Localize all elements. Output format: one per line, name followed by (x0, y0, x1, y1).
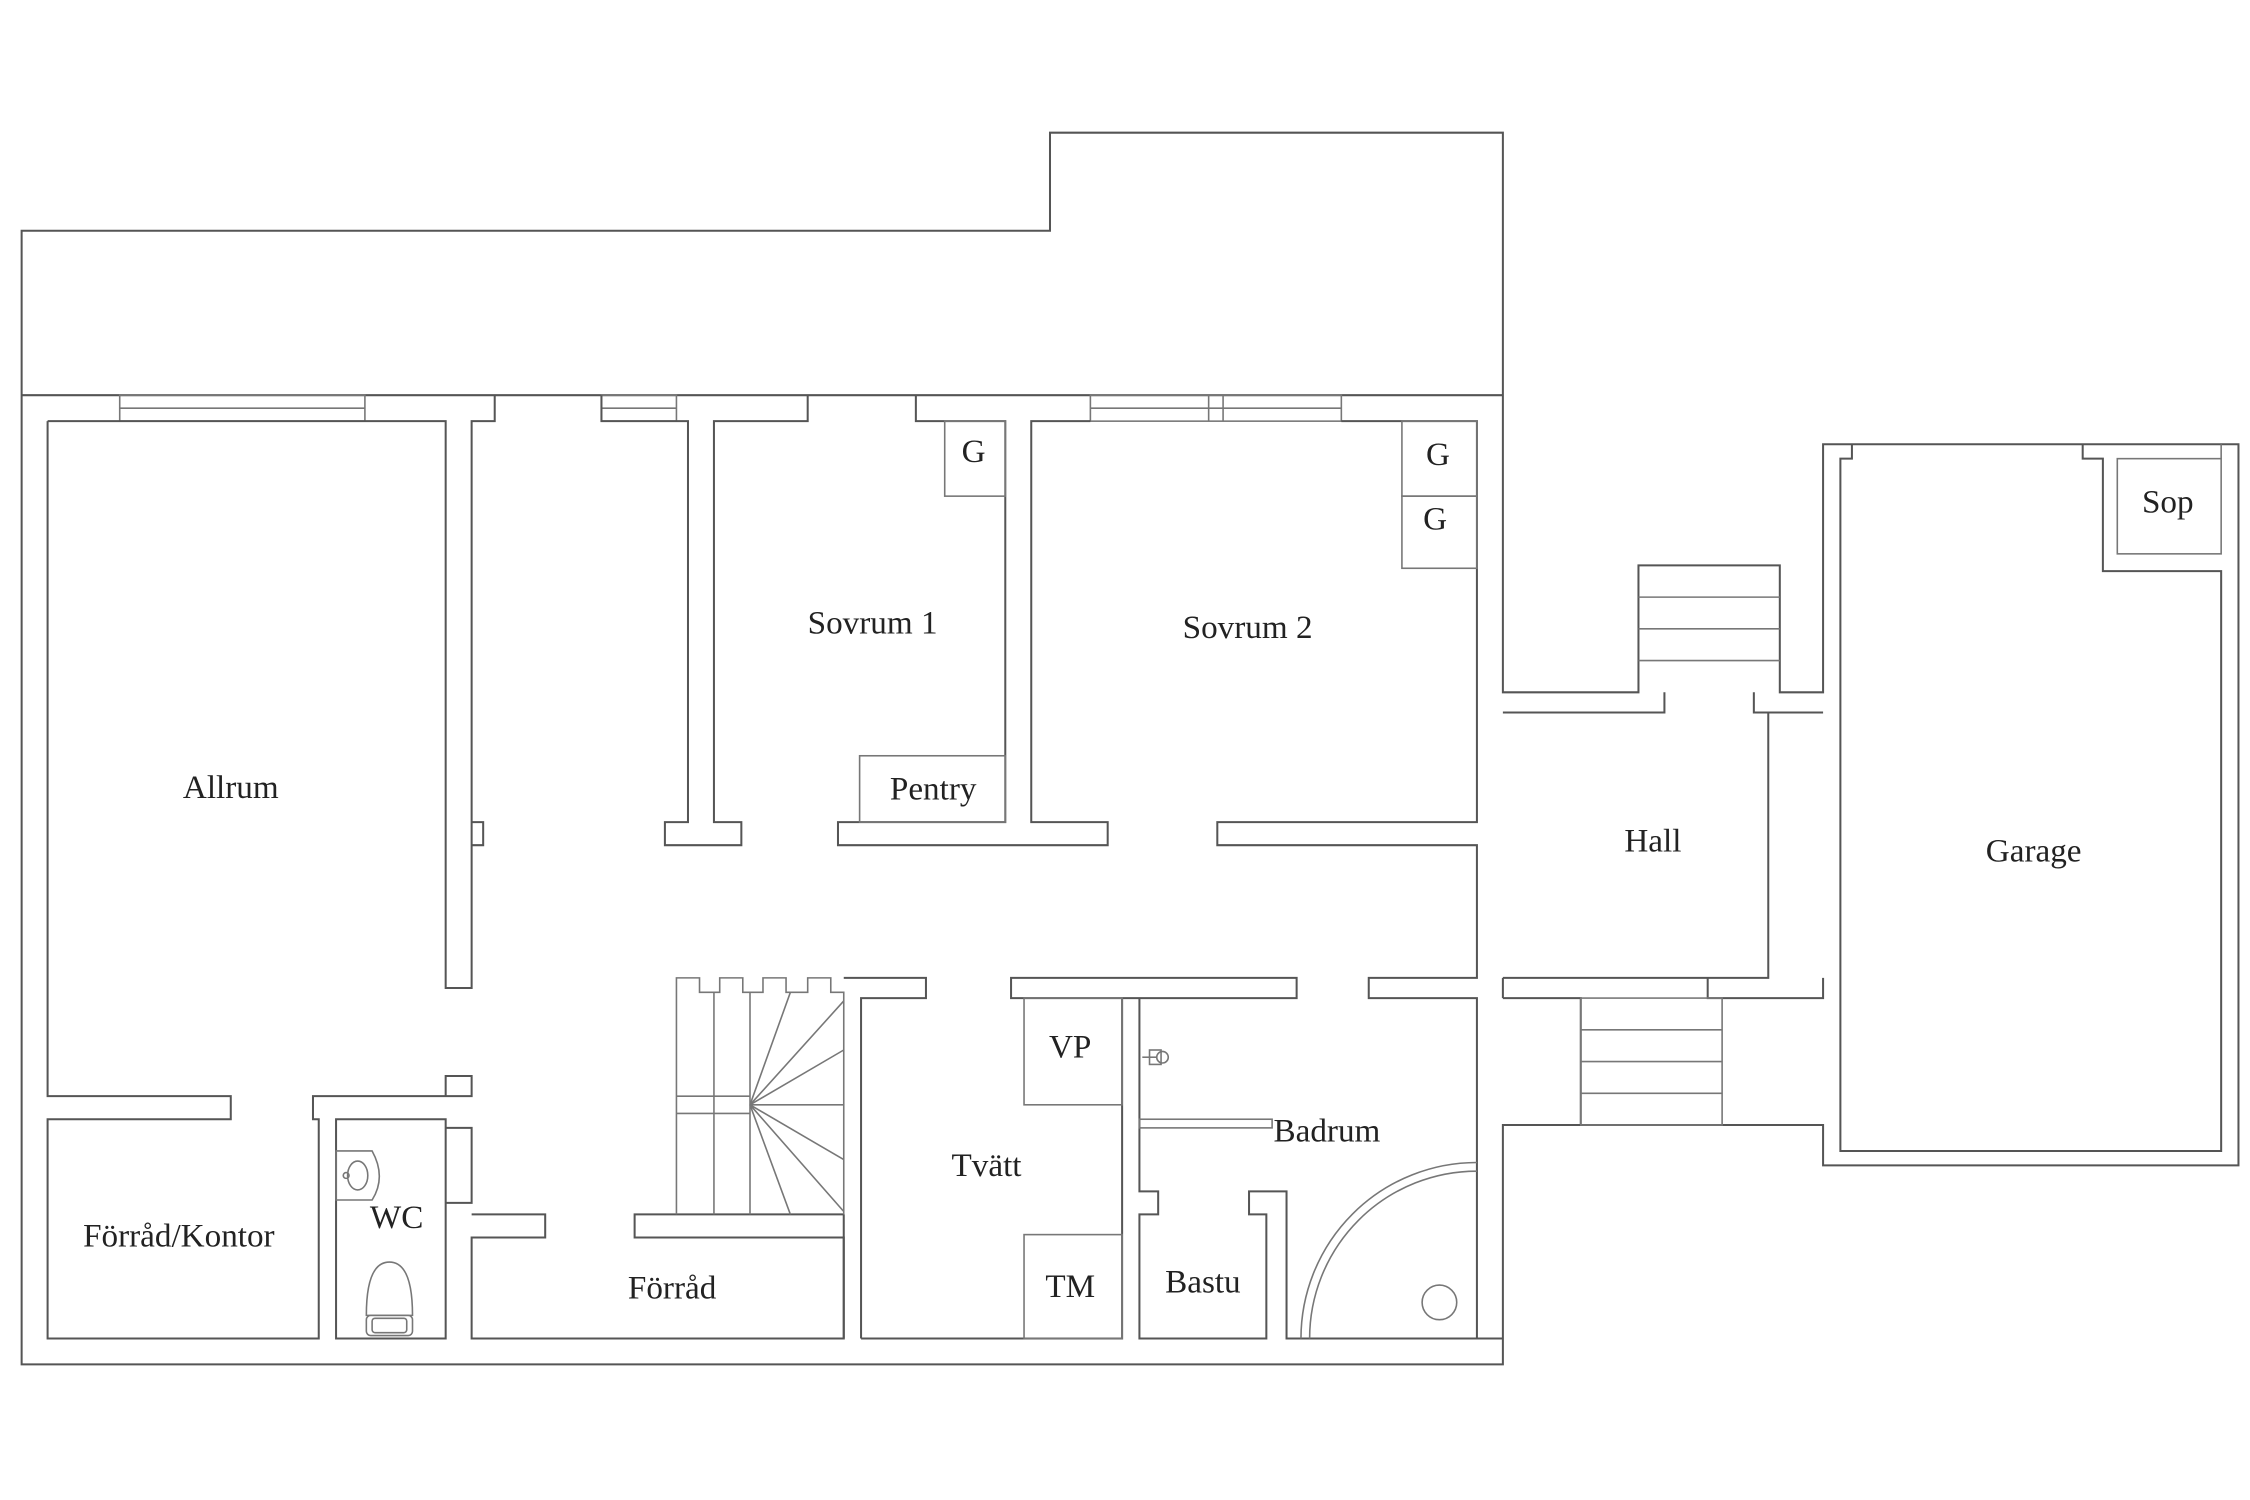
label-tvatt: Tvätt (952, 1147, 1023, 1184)
wc-walls (335, 1118, 447, 1340)
label-sovrum2: Sovrum 2 (1183, 609, 1313, 646)
label-forrad-kontor: Förråd/Kontor (83, 1218, 275, 1255)
label-tm: TM (1045, 1268, 1095, 1305)
sop-room (2116, 457, 2222, 555)
staircase (675, 977, 845, 1215)
tm-unit (1023, 1233, 1123, 1340)
toilet-icon (365, 1261, 414, 1337)
allrum-walls (46, 395, 496, 1340)
label-wc: WC (370, 1199, 423, 1236)
shower-curve (1300, 1161, 1477, 1339)
corridor-wall-left (600, 395, 809, 847)
label-sovrum1: Sovrum 1 (808, 605, 938, 642)
entry-steps (1638, 596, 1780, 662)
sink-icon (335, 1150, 381, 1201)
pentry-unit (858, 754, 1007, 823)
label-g-sovrum1: G (962, 433, 986, 470)
hall-walls (1501, 692, 1825, 1125)
vp-unit (1023, 997, 1123, 1106)
wc-door-wall (445, 1126, 845, 1340)
label-hall: Hall (1624, 822, 1681, 859)
label-g-sovrum2-top: G (1426, 436, 1450, 473)
badrum-shelf (1138, 1118, 1273, 1129)
tap-icon (1142, 1049, 1170, 1066)
label-sop: Sop (2142, 483, 2194, 520)
label-badrum: Badrum (1274, 1112, 1381, 1149)
label-bastu: Bastu (1165, 1264, 1241, 1301)
label-forrad: Förråd (628, 1269, 717, 1306)
label-allrum: Allrum (183, 769, 279, 806)
windows (118, 394, 1343, 422)
floor-drain (1421, 1284, 1458, 1321)
label-g-sovrum2-bottom: G (1423, 501, 1447, 538)
g-closet-sovrum1 (943, 420, 1007, 497)
label-pentry: Pentry (890, 770, 977, 807)
label-vp: VP (1049, 1029, 1091, 1066)
outer-wall (20, 131, 2240, 1366)
garage-walls (1839, 444, 2223, 1152)
label-garage: Garage (1986, 832, 2082, 869)
sovrum2-walls (1216, 420, 1503, 1340)
badrum-walls (1138, 998, 1477, 1340)
hall-steps (1579, 997, 1723, 1126)
g-closet-sovrum2-bottom (1401, 495, 1478, 570)
allrum-wall-notch (471, 821, 485, 847)
